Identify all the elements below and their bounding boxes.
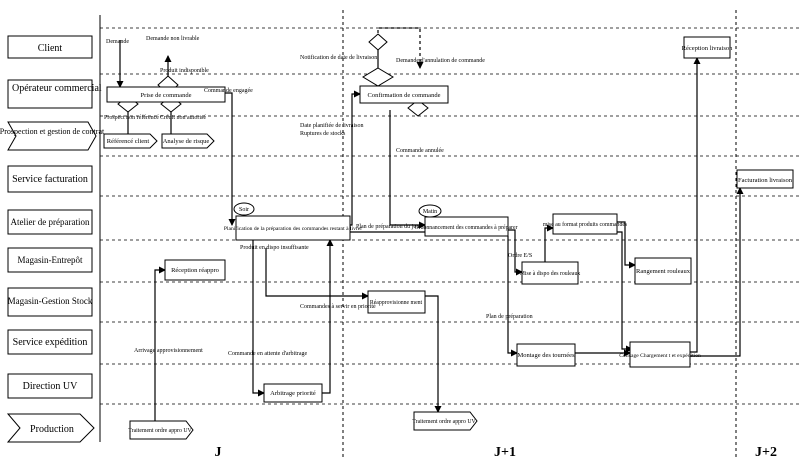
box-reapprovisionnement <box>367 290 426 314</box>
box-reference-client-label: Référencé client <box>107 138 150 145</box>
lane-gestion-stock <box>7 287 93 317</box>
lane-prospection-label: Prospection et gestion de contrat <box>0 127 105 136</box>
note-commande-annulee: Commande annulée <box>396 148 444 154</box>
note-prospect: Prospect non référencé <box>104 114 159 121</box>
event-soir-label: Soir <box>239 207 249 213</box>
box-confirmation <box>359 85 449 104</box>
lane-facturation-label: Service facturation <box>12 174 88 185</box>
box-traitement-2 <box>413 411 478 431</box>
box-reference-client <box>103 133 158 149</box>
note-plan-preparation: Plan de préparation <box>486 314 533 320</box>
box-arbitrage <box>263 383 323 403</box>
lane-client-label: Client <box>38 43 63 54</box>
box-analyse-risque-label: Analyse de risque <box>163 138 210 145</box>
box-confirmation-label: Confirmation de commande <box>368 92 441 99</box>
day-label-j1: J+1 <box>494 445 516 460</box>
box-montage <box>516 343 576 367</box>
process-boxes: Prise de commande Référencé client Analy… <box>103 36 794 440</box>
note-ruptures: Ruptures de stocks <box>300 131 346 137</box>
box-reception-livraison-label: Réception livraison <box>682 45 733 52</box>
box-ordonnancement-label: Ordonnancement des commandes à préparer <box>414 225 517 231</box>
box-reception-reappro <box>164 259 226 281</box>
lane-separators <box>100 27 800 405</box>
box-traitement-1 <box>129 420 194 440</box>
lane-magasin-entrepot-label: Magasin-Entrepôt <box>18 255 83 265</box>
lane-magasin-entrepot <box>7 247 93 273</box>
lane-atelier <box>7 209 93 235</box>
lane-production <box>6 413 95 443</box>
lane-facturation <box>7 165 93 193</box>
box-colisage <box>629 341 691 368</box>
box-planification <box>235 215 351 241</box>
box-traitement-1-label: Traitement ordre appro UV <box>128 428 192 434</box>
box-rangement <box>634 257 692 285</box>
event-matin-label: Matin <box>423 209 437 215</box>
lane-direction-label: Direction UV <box>23 381 78 392</box>
note-credit: Crédit non autorisé <box>160 115 206 121</box>
note-produit-indisponible: Produit indisponible <box>160 68 209 74</box>
box-reapprovisionnement-label: Réapprovisionne ment <box>370 300 423 306</box>
lane-expedition-label: Service expédition <box>13 337 88 348</box>
note-date-planifiee: Date planifiée de livraison <box>300 122 363 129</box>
note-plan-jour: Plan de préparation du jour <box>356 224 421 230</box>
box-arbitrage-label: Arbitrage priorité <box>270 390 316 397</box>
box-prise-commande-label: Prise de commande <box>141 92 192 99</box>
day-label-j2: J+2 <box>755 445 777 460</box>
box-reception-livraison <box>683 36 731 59</box>
box-mise-dispo <box>521 261 579 285</box>
lane-prospection <box>7 121 97 151</box>
box-reception-reappro-label: Réception réappro <box>171 267 219 274</box>
lane-expedition <box>7 329 93 355</box>
lane-operateur-label: Opérateur commercial <box>12 83 102 94</box>
box-montage-label: Montage des tournées <box>517 352 575 359</box>
box-mise-format <box>552 213 618 235</box>
lane-production-label: Production <box>30 424 74 435</box>
note-arrivage: Arrivage approvisionnement <box>134 348 203 354</box>
box-prise-commande <box>106 86 226 103</box>
lane-client <box>7 35 93 59</box>
note-produit-dispo: Produit en dispo insuffisante <box>240 244 309 251</box>
box-planification-label: Planification de la préparation des comm… <box>224 225 362 232</box>
note-commande-engagee: Commande engagée <box>204 88 253 94</box>
box-traitement-2-label: Traitement ordre appro UV <box>412 419 476 425</box>
note-ordre-es: Ordre E/S <box>508 253 532 259</box>
note-demande: Demande <box>106 39 129 45</box>
note-notification: Notification de date de livraison <box>300 54 377 61</box>
day-label-j: J <box>215 445 222 460</box>
lane-direction <box>7 373 93 399</box>
decision-annulation <box>368 33 388 51</box>
box-colisage-label: Colisage Chargement t et expédition <box>619 353 701 359</box>
box-facturation-livraison <box>736 169 794 189</box>
decision-confirmation <box>407 99 429 117</box>
box-rangement-label: Rangement rouleaux <box>636 268 691 275</box>
box-mise-dispo-label: Mise à dispo des rouleaux <box>520 271 581 277</box>
flows <box>116 27 744 425</box>
box-analyse-risque <box>161 133 215 149</box>
lane-gestion-stock-label: Magasin-Gestion Stock <box>8 296 93 306</box>
box-ordonnancement <box>424 216 509 237</box>
box-mise-format-label: mise au format produits commandés <box>543 221 628 228</box>
decision-notification <box>362 67 394 87</box>
note-commandes-servir: Commandes à servir en priorité <box>300 304 376 310</box>
note-commande-attente: Commande en attente d'arbitrage <box>228 351 308 357</box>
note-demande-non-livrable: Demande non livrable <box>146 36 200 42</box>
event-soir <box>233 202 255 216</box>
note-demande-annulation: Demande d'annulation de commande <box>396 58 485 64</box>
lane-atelier-label: Atelier de préparation <box>11 217 90 227</box>
box-facturation-livraison-label: Facturation livraison <box>738 177 793 184</box>
lane-operateur <box>7 79 93 109</box>
lane-labels: Client Opérateur commercial Prospection … <box>0 35 105 443</box>
flow-notes: Demande Demande non livrable Produit ind… <box>104 36 533 357</box>
